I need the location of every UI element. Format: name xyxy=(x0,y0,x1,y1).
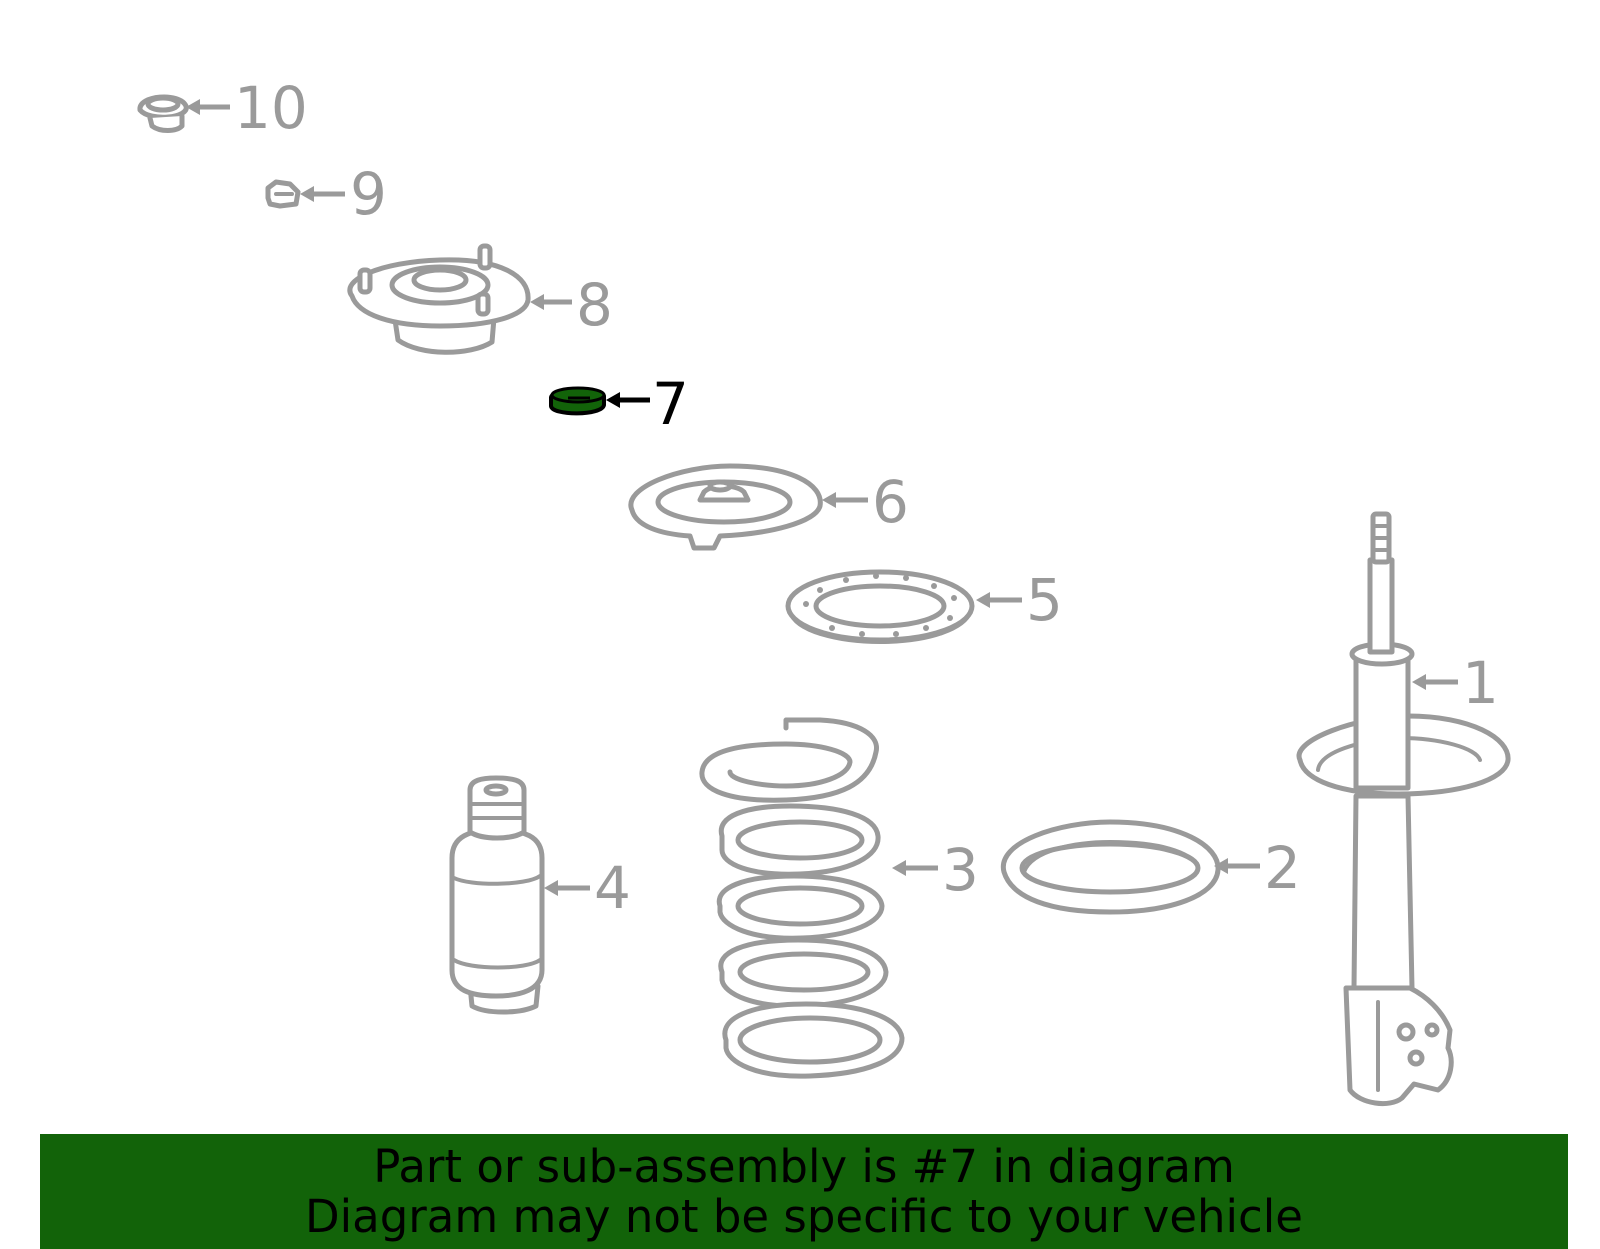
callout-6-label: 6 xyxy=(872,468,909,536)
callout-3-label: 3 xyxy=(942,836,979,904)
part-5-upper-insulator-icon xyxy=(785,569,975,645)
part-6-spring-seat-icon xyxy=(628,463,823,551)
part-9-nut-icon xyxy=(265,179,301,209)
part-1-strut-icon xyxy=(1296,511,1511,1107)
callout-1-label: 1 xyxy=(1462,649,1499,717)
callout-4-label: 4 xyxy=(594,854,631,922)
part-10-cap-icon xyxy=(137,94,189,133)
part-3-coil-spring-icon xyxy=(699,717,905,1079)
callout-5[interactable]: 5 xyxy=(976,566,1063,634)
callout-5-label: 5 xyxy=(1026,566,1063,634)
part-8-strut-mount-icon xyxy=(347,243,531,355)
callout-9[interactable]: 9 xyxy=(300,160,387,228)
callout-8[interactable]: 8 xyxy=(530,271,613,339)
callout-10[interactable]: 10 xyxy=(186,74,308,142)
callout-7[interactable]: 7 xyxy=(606,370,689,438)
info-banner: Part or sub-assembly is #7 in diagram Di… xyxy=(40,1134,1568,1249)
part-4-bump-stop-icon xyxy=(449,775,545,1015)
callout-8-label: 8 xyxy=(576,271,613,339)
callout-1[interactable]: 1 xyxy=(1412,649,1499,717)
banner-line-2: Diagram may not be specific to your vehi… xyxy=(305,1189,1303,1243)
callout-4[interactable]: 4 xyxy=(544,854,631,922)
callout-7-label: 7 xyxy=(652,370,689,438)
callout-6[interactable]: 6 xyxy=(822,468,909,536)
callout-2-label: 2 xyxy=(1264,834,1301,902)
banner-line-1: Part or sub-assembly is #7 in diagram xyxy=(373,1139,1235,1193)
callout-3[interactable]: 3 xyxy=(892,836,979,904)
part-2-spring-insulator-icon xyxy=(1000,819,1221,915)
callout-9-label: 9 xyxy=(350,160,387,228)
part-7-bearing-icon xyxy=(549,386,606,416)
callout-2[interactable]: 2 xyxy=(1214,834,1301,902)
callout-10-label: 10 xyxy=(234,74,308,142)
